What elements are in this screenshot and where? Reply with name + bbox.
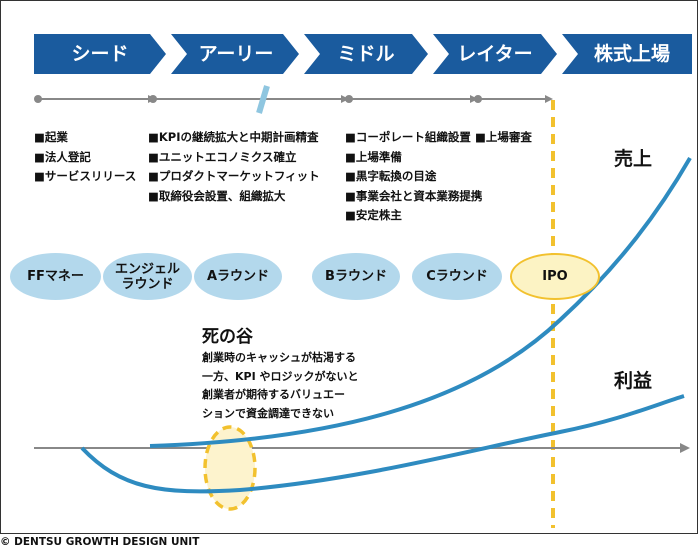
copyright-text: © DENTSU GROWTH DESIGN UNIT: [0, 536, 200, 548]
note-item: ■起業: [34, 130, 68, 144]
stage-chevron-later: [433, 34, 557, 74]
stage-chevron-middle: [304, 34, 428, 74]
notes-middle: ■コーポレート組織設置 ■上場準備 ■黒字転換の目途 ■事業会社と資本業務提携 …: [345, 128, 482, 226]
note-item: ■上場審査: [475, 130, 532, 144]
note-item: ■上場準備: [345, 149, 402, 164]
round-bubble-ipo: IPO: [510, 253, 600, 300]
sales-curve: [149, 157, 692, 448]
note-item: ■プロダクトマーケットフィット: [148, 169, 320, 184]
notes-early: ■KPIの継続拡大と中期計画精査 ■ユニットエコノミクス確立 ■プロダクトマーケ…: [148, 128, 320, 206]
note-item: ■KPIの継続拡大と中期計画精査: [148, 130, 319, 144]
note-item: ■取締役会設置、組織拡大: [148, 188, 286, 203]
round-bubble-a: Aラウンド: [194, 253, 282, 300]
note-item: ■安定株主: [345, 208, 402, 223]
round-bubble-angel: エンジェルラウンド: [103, 253, 192, 300]
notes-later: ■上場審査: [475, 128, 532, 148]
note-item: ■コーポレート組織設置: [345, 130, 471, 144]
note-item: ■事業会社と資本業務提携: [345, 188, 483, 203]
notes-seed: ■起業 ■法人登記 ■サービスリリース: [34, 128, 136, 187]
stage-label-middle: ミドル: [337, 43, 395, 65]
stage-label-seed: シード: [71, 43, 129, 65]
stage-chevron-ipo: [562, 34, 692, 74]
profit-label: 利益: [614, 370, 653, 392]
stage-label-later: レイター: [457, 43, 533, 65]
valley-description: 創業時のキャッシュが枯渇する 一方、KPI やロジックがないと 創業者が期待する…: [202, 351, 359, 420]
valley-title: 死の谷: [202, 327, 253, 347]
zero-axis-arrowhead: [680, 443, 690, 453]
round-bubble-b: Bラウンド: [312, 253, 400, 300]
stage-label-early: アーリー: [198, 43, 274, 65]
stage-chevron-early: [171, 34, 299, 74]
round-bubble-ff: FFマネー: [10, 253, 101, 300]
note-item: ■黒字転換の目途: [345, 169, 437, 184]
note-item: ■ユニットエコノミクス確立: [148, 149, 297, 164]
timeline-break-mark: [256, 85, 270, 114]
figure-frame: [0, 0, 698, 534]
timeline-dots: [34, 95, 482, 103]
sales-label: 売上: [614, 148, 653, 170]
stage-chevron-seed: [34, 34, 166, 74]
note-item: ■サービスリリース: [34, 169, 137, 184]
profit-curve: [80, 394, 685, 494]
round-bubble-c: Cラウンド: [412, 253, 502, 300]
note-item: ■法人登記: [34, 149, 91, 164]
stage-label-ipo: 株式上場: [593, 43, 670, 65]
